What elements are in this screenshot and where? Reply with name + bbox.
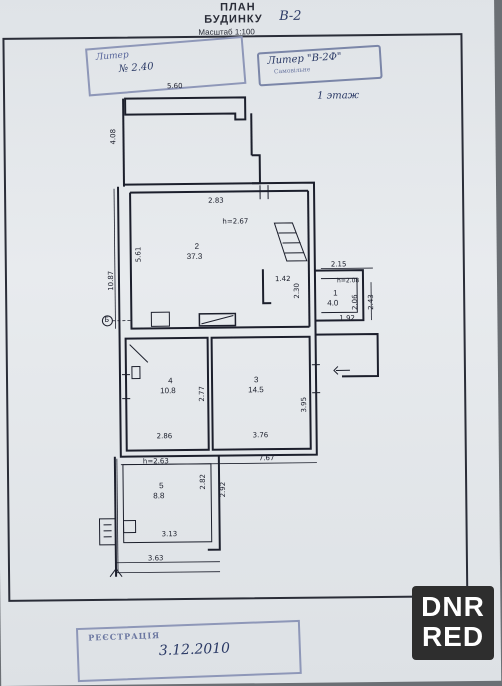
wall-room5: [115, 457, 116, 577]
dim-395: 3.95: [300, 397, 308, 413]
appliance-room4: [132, 366, 140, 378]
room-1-area: 4.0: [327, 298, 338, 307]
dim-142: 1.42: [275, 275, 291, 283]
wall-room5-right: [207, 456, 220, 550]
dim-h267: h=2.67: [222, 217, 248, 225]
dim-1087: 10.87: [107, 271, 115, 291]
dim-h263: h=2.63: [143, 457, 169, 465]
watermark-line1: DNR: [412, 592, 494, 622]
dim-292: 2.92: [219, 482, 227, 498]
room-2-number: 2: [195, 242, 200, 251]
room-4-area: 10.8: [160, 386, 176, 395]
axis-b-label: Б: [104, 316, 109, 324]
dim-192: 1.92: [339, 314, 355, 322]
wall-room2: [130, 191, 309, 329]
dim-277: 2.77: [198, 386, 206, 402]
dim-560: 5.60: [167, 82, 183, 90]
watermark-line2: RED: [412, 622, 494, 652]
dim-561: 5.61: [134, 247, 142, 263]
dim-286: 2.86: [157, 432, 173, 440]
dim-215: 2.15: [331, 260, 347, 268]
dim-230: 2.30: [293, 283, 301, 299]
dim-206: 2.06: [351, 294, 359, 310]
sink-room5: [124, 521, 136, 533]
room-3-number: 3: [254, 375, 259, 384]
wall-room2-right: [308, 191, 309, 327]
partition-corner: [263, 269, 271, 303]
wall-porch: [125, 97, 245, 120]
dim-243: 2.43: [367, 294, 375, 310]
fixture-room5: [99, 519, 115, 545]
watermark-logo: DNR RED: [412, 586, 494, 660]
room-1-number: 1: [333, 288, 338, 297]
stove-small: [151, 312, 169, 326]
dim-282: 2.82: [199, 474, 207, 490]
stamp-bottom: РЕЄСТРАЦІЯ 3.12.2010: [76, 620, 302, 682]
stair: [274, 223, 306, 261]
room-3-area: 14.5: [248, 385, 264, 394]
wall-porch-left: [123, 99, 124, 187]
dim-283: 2.83: [208, 197, 224, 205]
dim-376: 3.76: [253, 431, 269, 439]
room-5-area: 8.8: [153, 491, 164, 500]
dim-408: 4.08: [109, 129, 117, 145]
dim-767: 7.67: [259, 454, 275, 462]
wall-main-inner-top: [130, 191, 308, 193]
dim-313: 3.13: [162, 530, 178, 538]
wall-vestibule: [252, 155, 260, 183]
dim-h208: h=2.08: [337, 277, 359, 284]
entrance-arrow: [334, 366, 350, 374]
dim-363: 3.63: [148, 554, 164, 562]
room-2-area: 37.3: [187, 252, 203, 261]
room-5-number: 5: [159, 481, 164, 490]
stamp-bottom-date: 3.12.2010: [159, 640, 231, 659]
room-4-number: 4: [168, 376, 173, 385]
